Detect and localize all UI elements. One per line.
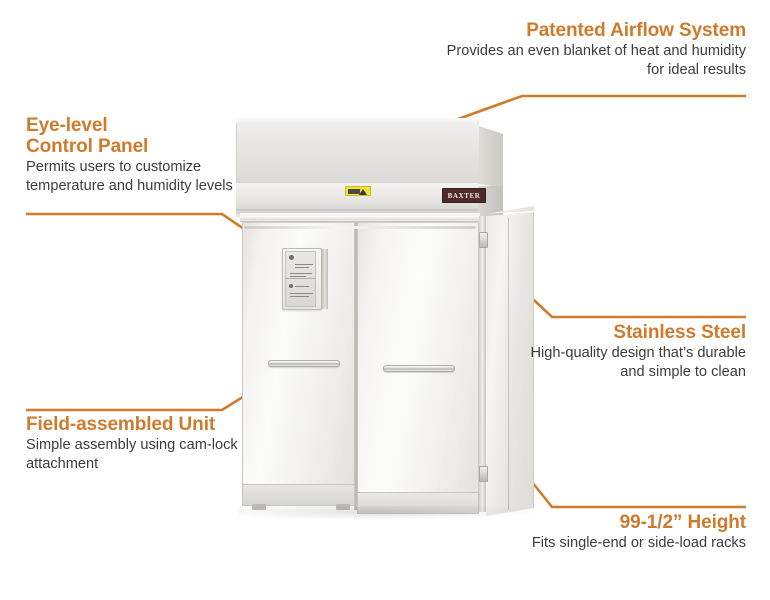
leveling-foot bbox=[336, 504, 350, 510]
brand-badge-label: BAXTER bbox=[447, 191, 481, 200]
callout-body: High-quality design that’s durable and s… bbox=[530, 345, 746, 380]
callout-body: Permits users to customize temperature a… bbox=[26, 159, 233, 194]
callout-body: Fits single-end or side-load racks bbox=[531, 535, 746, 551]
callout-heading: Stainless Steel bbox=[613, 322, 746, 343]
warning-triangle-icon bbox=[359, 189, 367, 195]
control-panel-text-line bbox=[295, 267, 309, 268]
callout-body: Simple assembly using cam-lock attachmen… bbox=[26, 437, 238, 472]
base-panel-left bbox=[242, 484, 355, 506]
control-panel-text-line bbox=[295, 286, 309, 287]
callout-body: Provides an even blanket of heat and hum… bbox=[446, 43, 746, 78]
leader-airflow bbox=[435, 94, 746, 129]
callout-eye-level-control-panel: Eye-level Control Panel Permits users to… bbox=[26, 115, 246, 196]
cabinet-side-top bbox=[486, 206, 534, 214]
leveling-foot bbox=[252, 504, 266, 510]
door-center-seam bbox=[354, 222, 358, 510]
cabinet-top-trim bbox=[240, 216, 480, 220]
cabinet-side-wall bbox=[486, 212, 534, 516]
warning-label-sticker bbox=[345, 186, 371, 196]
hood-top-surface bbox=[236, 118, 479, 126]
hood-side-panel bbox=[479, 126, 503, 188]
callout-heading-line1: Eye-level bbox=[26, 115, 108, 136]
leader-height bbox=[518, 466, 746, 509]
door-handle-left bbox=[268, 360, 340, 367]
door-upper-rail bbox=[244, 226, 476, 229]
hood-front-panel bbox=[236, 124, 479, 182]
callout-heading: Patented Airflow System bbox=[526, 20, 746, 41]
callout-heading: 99-1/2” Height bbox=[619, 512, 746, 533]
control-panel-text-line bbox=[290, 276, 306, 277]
door-hinge-column bbox=[479, 216, 486, 512]
control-panel-text-line bbox=[290, 273, 312, 274]
side-wall-seam bbox=[508, 218, 509, 510]
control-panel-text-line bbox=[290, 293, 313, 294]
floor-shadow bbox=[238, 506, 538, 520]
control-panel-text-line bbox=[295, 264, 313, 265]
control-panel-side-trim bbox=[322, 249, 328, 309]
leader-stainless-steel bbox=[519, 286, 746, 319]
callout-patented-airflow-system: Patented Airflow System Provides an even… bbox=[440, 20, 746, 80]
callout-heading-line2: Control Panel bbox=[26, 136, 149, 157]
callout-heading: Field-assembled Unit bbox=[26, 414, 216, 435]
callout-height: 99-1/2” Height Fits single-end or side-l… bbox=[520, 512, 746, 553]
door-handle-right bbox=[383, 365, 455, 372]
callout-stainless-steel: Stainless Steel High-quality design that… bbox=[520, 322, 746, 382]
warning-label-bar bbox=[348, 189, 360, 194]
control-panel-power-indicator bbox=[289, 255, 294, 260]
door-hinge-top bbox=[479, 232, 488, 248]
door-hinge-bottom bbox=[479, 466, 488, 482]
base-panel-right bbox=[357, 492, 479, 514]
product-image-rack-oven: BAXTER bbox=[228, 110, 538, 520]
control-panel-text-line bbox=[290, 296, 309, 297]
control-panel-face bbox=[285, 251, 316, 307]
brand-badge: BAXTER bbox=[442, 188, 486, 203]
callout-field-assembled-unit: Field-assembled Unit Simple assembly usi… bbox=[26, 414, 266, 474]
control-panel-indicator bbox=[289, 284, 293, 288]
control-panel-divider bbox=[285, 278, 316, 279]
